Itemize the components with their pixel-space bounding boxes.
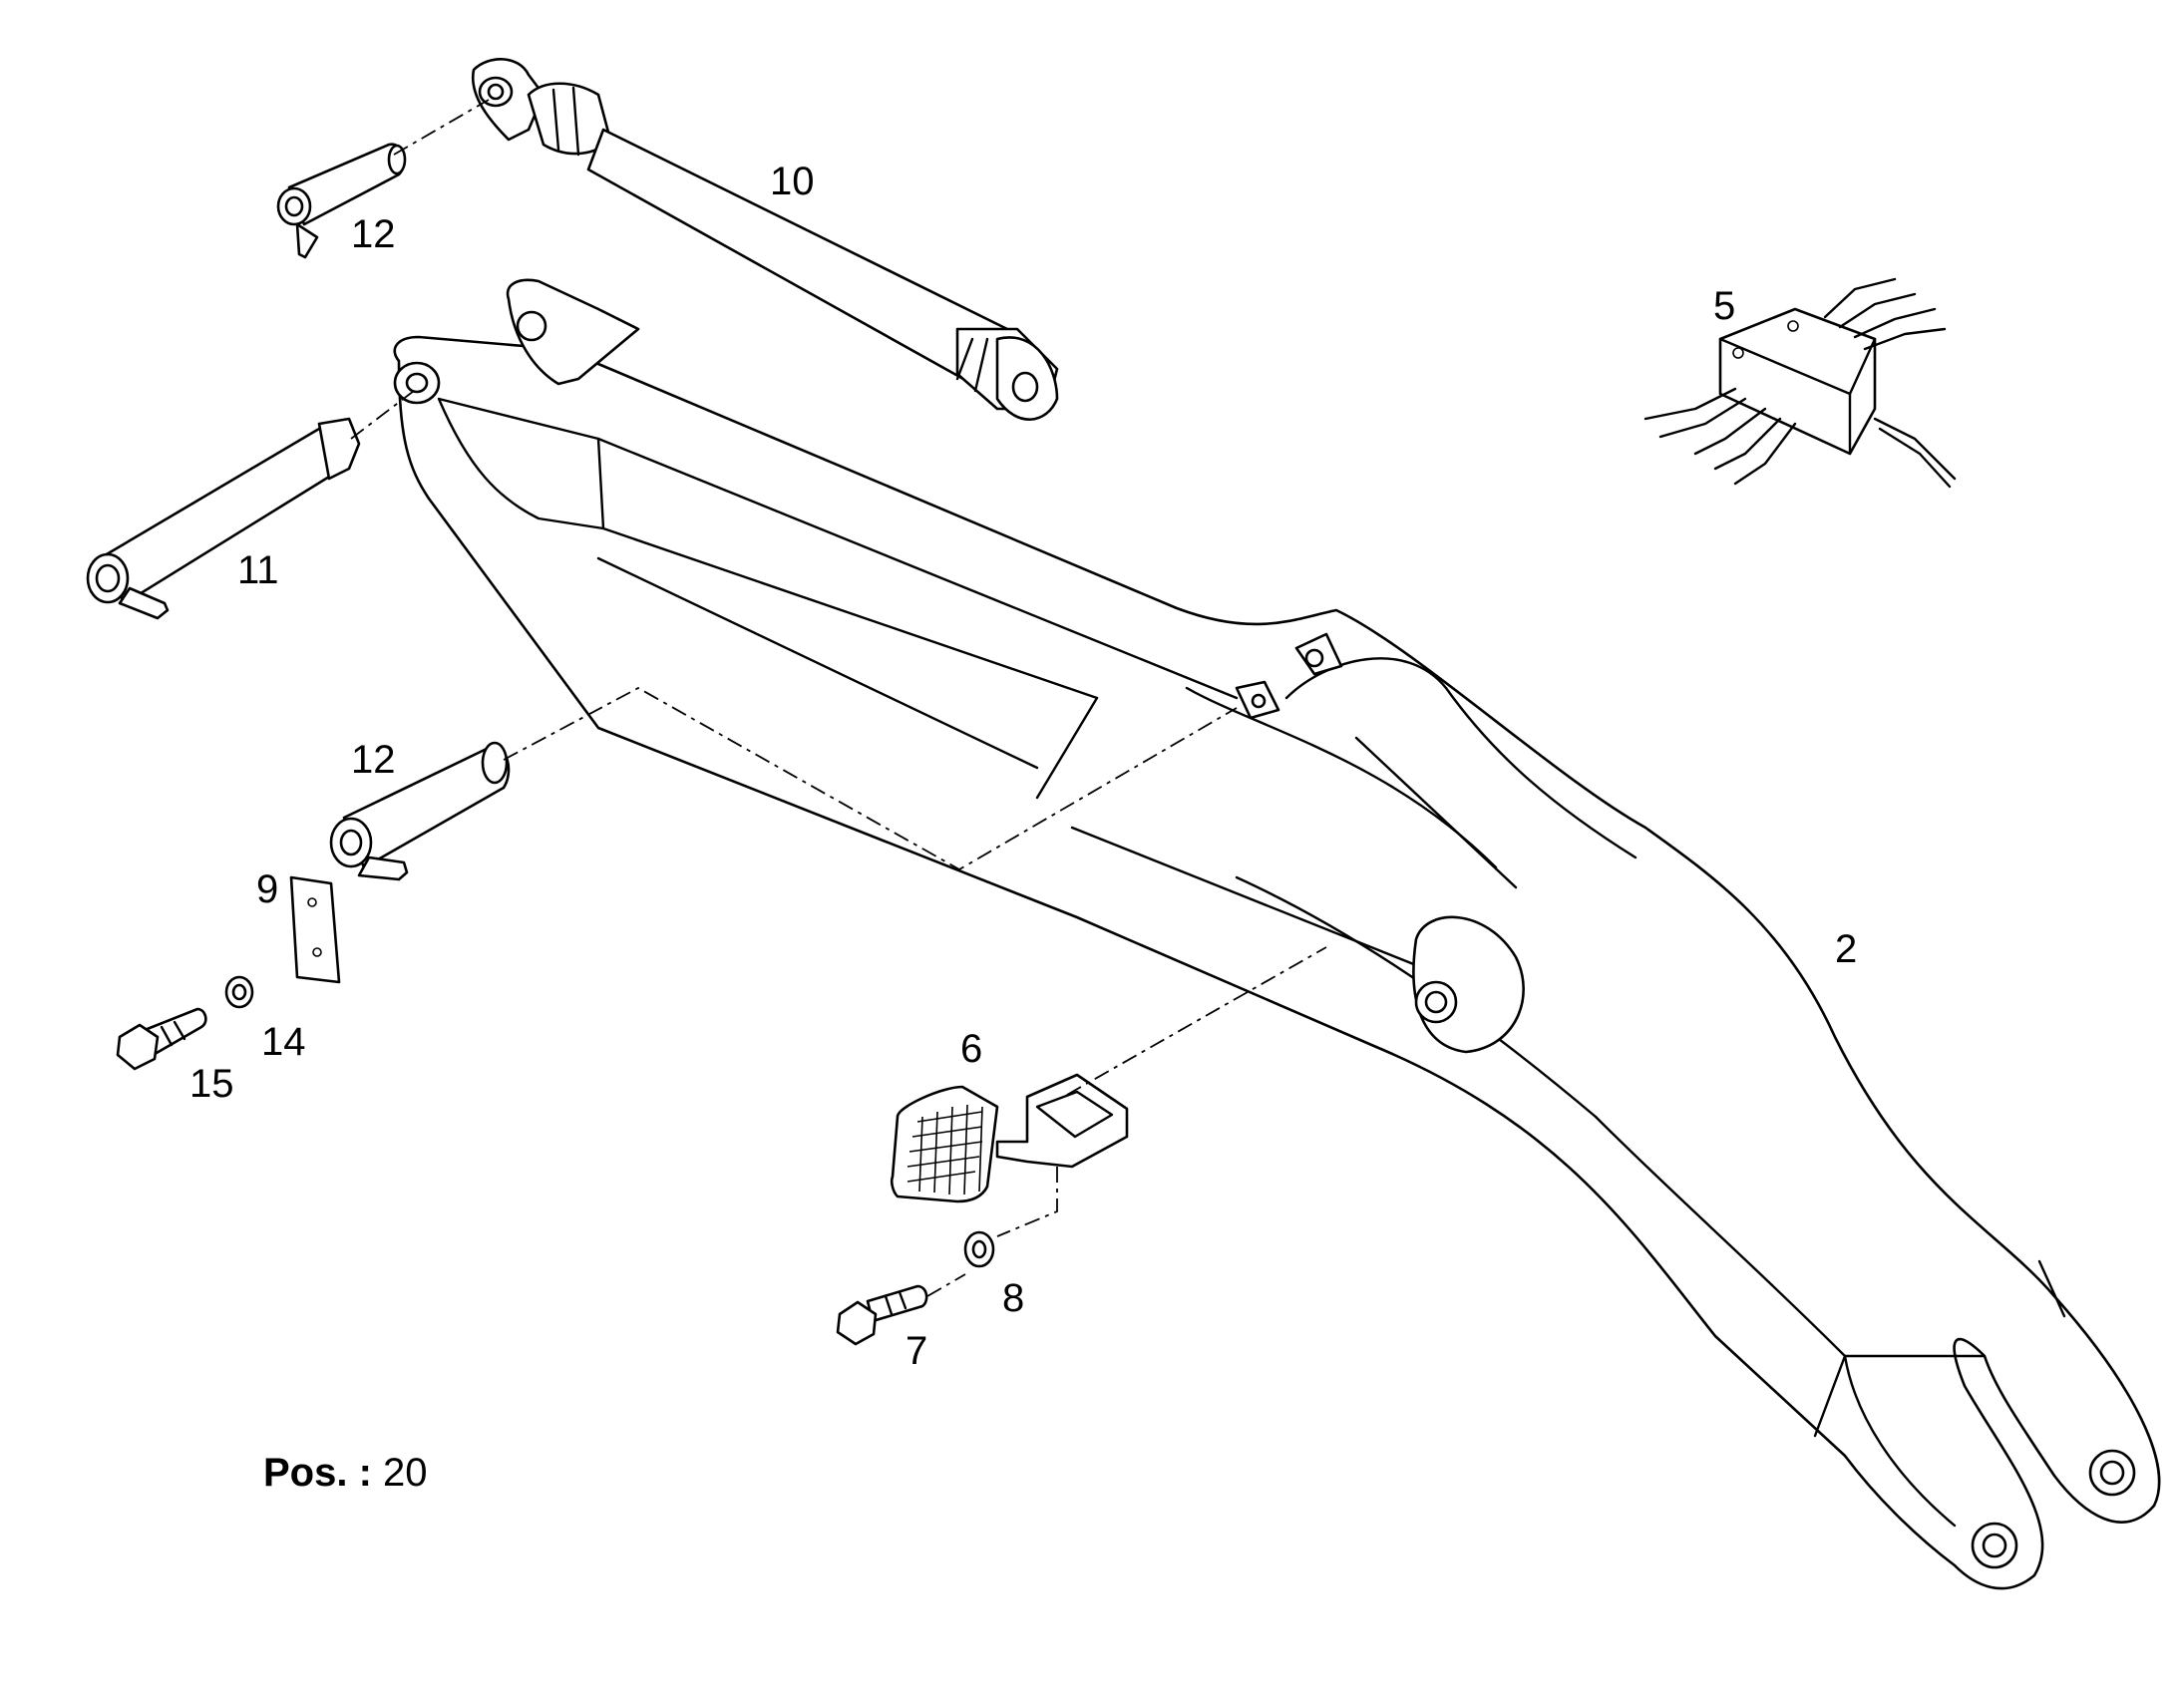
boom-arm xyxy=(393,278,2161,1590)
callout-12-mid: 12 xyxy=(351,738,396,782)
callout-2: 2 xyxy=(1835,927,1857,971)
callout-10: 10 xyxy=(770,160,815,203)
callout-5: 5 xyxy=(1713,284,1735,328)
position-label: Pos. : 20 xyxy=(263,1451,428,1496)
callout-labels: 10 12 5 11 12 9 2 14 6 15 8 7 xyxy=(189,160,1857,1373)
callout-6: 6 xyxy=(960,1027,982,1071)
position-key: Pos. : xyxy=(263,1451,372,1495)
callout-12-top: 12 xyxy=(351,212,396,256)
pin-12-mid xyxy=(329,741,511,881)
washer-8 xyxy=(963,1230,995,1268)
callout-7: 7 xyxy=(906,1329,927,1373)
callout-8: 8 xyxy=(1002,1276,1024,1320)
callout-15: 15 xyxy=(189,1062,234,1106)
pin-11 xyxy=(86,417,361,620)
callout-11: 11 xyxy=(237,548,279,592)
plate-9 xyxy=(289,875,341,984)
washer-14 xyxy=(224,975,254,1009)
bolt-15 xyxy=(116,1007,207,1071)
step-grid xyxy=(907,1104,983,1196)
hoses xyxy=(1643,277,1957,489)
leader-lines xyxy=(350,99,1327,1297)
hydraulic-cylinder xyxy=(471,58,1059,421)
bolt-7 xyxy=(836,1284,928,1346)
pin-12-top xyxy=(276,143,407,259)
position-value: 20 xyxy=(383,1451,428,1495)
step-6 xyxy=(890,1073,1129,1203)
callout-9: 9 xyxy=(256,867,278,911)
callout-14: 14 xyxy=(261,1020,306,1064)
valve-block-5 xyxy=(1643,277,1957,489)
